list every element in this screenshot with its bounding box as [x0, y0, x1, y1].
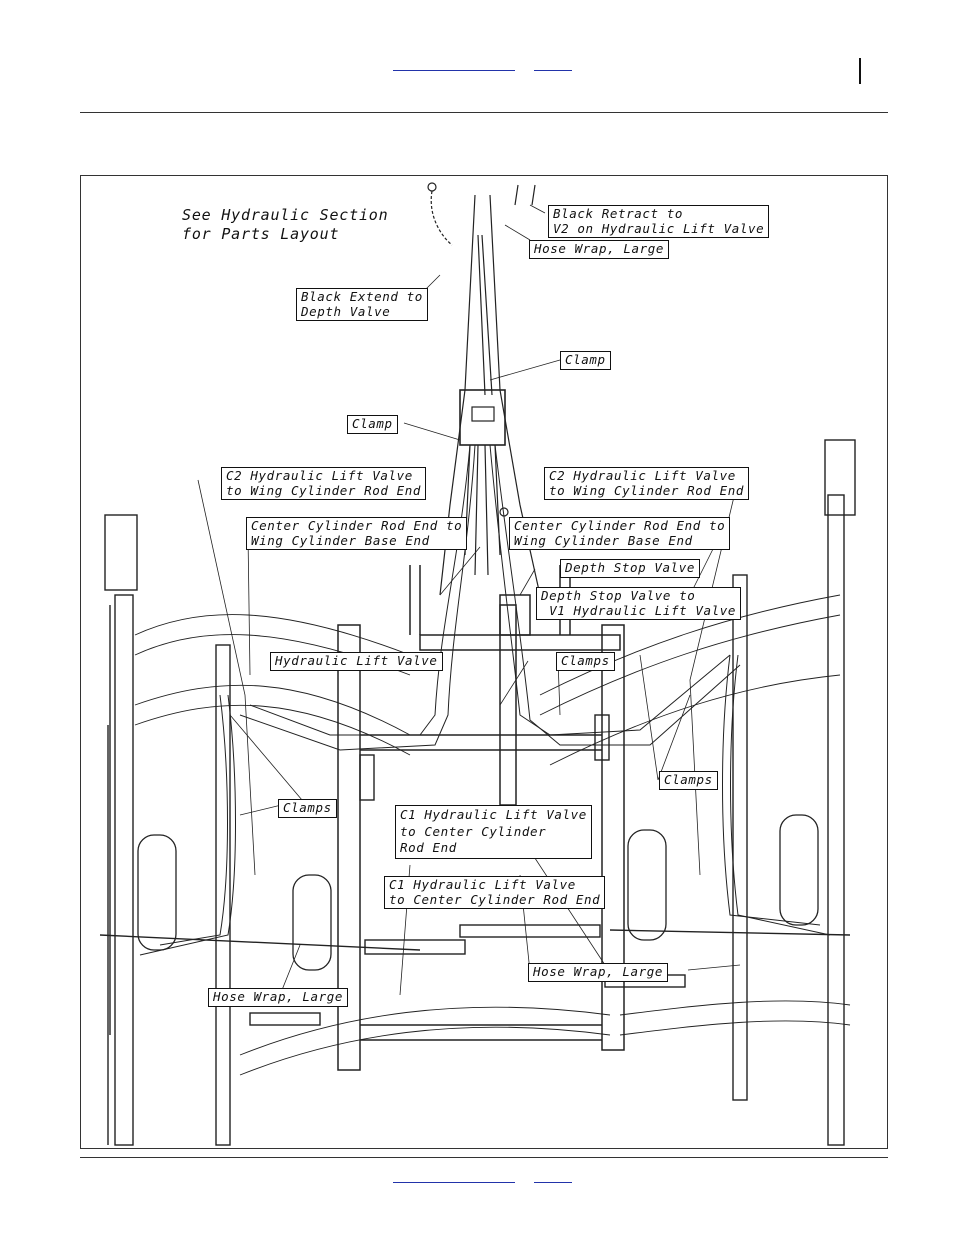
- header-link-1[interactable]: [393, 60, 515, 71]
- callout-clamps-left: Clamps: [278, 799, 337, 818]
- callout-c2-left: C2 Hydraulic Lift Valve to Wing Cylinder…: [221, 467, 427, 500]
- note-line-1: See Hydraulic Section: [182, 206, 389, 224]
- callout-hydraulic-lift-valve: Hydraulic Lift Valve: [270, 652, 443, 671]
- figure-frame: [80, 175, 888, 1149]
- see-hydraulic-section-note: See Hydraulic Section for Parts Layout: [182, 206, 388, 244]
- callout-black-extend: Black Extend to Depth Valve: [296, 288, 428, 321]
- footer-rule: [80, 1157, 888, 1158]
- footer-link-2[interactable]: [534, 1172, 572, 1183]
- callout-clamp-left: Clamp: [347, 415, 398, 434]
- callout-center-cylinder-left: Center Cylinder Rod End to Wing Cylinder…: [246, 517, 468, 550]
- hitch-tongue: [427, 182, 541, 596]
- callout-clamps-center: Clamps: [556, 652, 615, 671]
- callout-hose-wrap-large-left: Hose Wrap, Large: [208, 988, 349, 1007]
- header-vertical-bar: [859, 58, 861, 84]
- callout-c1-center-rod-end-2: C1 Hydraulic Lift Valve to Center Cylind…: [384, 876, 606, 909]
- callout-black-retract: Black Retract to V2 on Hydraulic Lift Va…: [548, 205, 770, 238]
- callout-hose-wrap-large-right: Hose Wrap, Large: [528, 963, 669, 982]
- header-rule: [80, 112, 888, 113]
- callout-clamps-right: Clamps: [659, 771, 718, 790]
- note-line-2: for Parts Layout: [182, 225, 340, 243]
- callout-depth-stop-valve: Depth Stop Valve: [560, 559, 701, 578]
- tine-gangs: [134, 594, 851, 1076]
- header-link-2[interactable]: [534, 60, 572, 71]
- callout-c2-right: C2 Hydraulic Lift Valve to Wing Cylinder…: [544, 467, 750, 500]
- footer-link-1[interactable]: [393, 1172, 515, 1183]
- callout-hose-wrap-large-top: Hose Wrap, Large: [529, 240, 670, 259]
- callout-depth-stop-to-v1: Depth Stop Valve to V1 Hydraulic Lift Va…: [536, 587, 742, 620]
- hydraulic-lines: [139, 444, 831, 956]
- callout-center-cylinder-right: Center Cylinder Rod End to Wing Cylinder…: [509, 517, 731, 550]
- wing-frames: [99, 439, 856, 1146]
- callout-clamp-upper: Clamp: [560, 351, 611, 370]
- wheels: [137, 814, 819, 971]
- callout-c1-center-rod-end-1: C1 Hydraulic Lift Valve to Center Cylind…: [395, 805, 592, 859]
- hose-routing-drawing: [99, 182, 856, 1146]
